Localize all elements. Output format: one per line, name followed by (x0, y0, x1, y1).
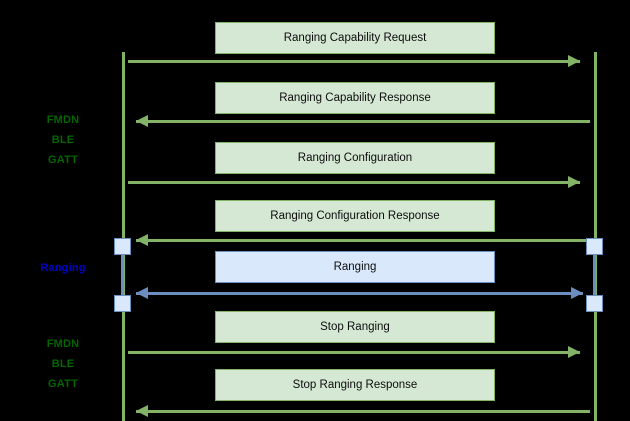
phase-label-line: FMDN (46, 338, 80, 350)
message-label: Ranging Configuration Response (270, 210, 440, 222)
arrowhead-right-icon (571, 287, 583, 299)
activation-box-right-end (586, 295, 603, 312)
arrowhead-right-icon (568, 346, 580, 358)
phase-label-line: GATT (48, 154, 78, 166)
message-arrow-ranging-configuration-response (136, 239, 590, 242)
message-box-ranging-configuration: Ranging Configuration (215, 142, 495, 174)
message-arrow-ranging-configuration (128, 181, 580, 184)
message-box-stop-ranging: Stop Ranging (215, 311, 495, 343)
message-box-ranging-capability-request: Ranging Capability Request (215, 22, 495, 54)
message-label: Stop Ranging Response (292, 379, 418, 391)
phase-label-ranging: Ranging (18, 258, 108, 278)
arrowhead-left-icon (136, 405, 148, 417)
activation-line-right (593, 246, 596, 303)
right-lifeline (594, 52, 597, 421)
message-label: Stop Ranging (320, 321, 390, 333)
arrowhead-right-icon (568, 176, 580, 188)
phase-label-line: BLE (51, 358, 75, 370)
phase-label-fmdn-top: FMDN BLE GATT (18, 110, 108, 170)
message-arrow-stop-ranging-response (136, 410, 590, 413)
message-label: Ranging (333, 261, 377, 273)
arrowhead-right-icon (568, 55, 580, 67)
phase-label-line: FMDN (46, 114, 80, 126)
message-label: Ranging Capability Request (283, 32, 427, 44)
arrowhead-left-icon (136, 234, 148, 246)
activation-box-left-end (114, 295, 131, 312)
activation-box-right-start (586, 238, 603, 255)
message-arrow-ranging (136, 292, 583, 295)
message-box-ranging-capability-response: Ranging Capability Response (215, 82, 495, 114)
message-arrow-ranging-capability-response (136, 120, 590, 123)
phase-label-line: GATT (48, 378, 78, 390)
left-lifeline (122, 52, 125, 421)
phase-label-fmdn-bottom: FMDN BLE GATT (18, 334, 108, 394)
arrowhead-left-icon (136, 287, 148, 299)
message-label: Ranging Capability Response (279, 92, 431, 104)
message-box-ranging: Ranging (215, 251, 495, 283)
arrowhead-left-icon (136, 115, 148, 127)
message-box-stop-ranging-response: Stop Ranging Response (215, 369, 495, 401)
message-arrow-stop-ranging (128, 351, 580, 354)
phase-label-line: Ranging (40, 262, 86, 274)
message-box-ranging-configuration-response: Ranging Configuration Response (215, 200, 495, 232)
message-arrow-ranging-capability-request (128, 60, 580, 63)
phase-label-line: BLE (51, 134, 75, 146)
activation-box-left-start (114, 238, 131, 255)
activation-line-left (121, 246, 124, 303)
message-label: Ranging Configuration (297, 152, 413, 164)
